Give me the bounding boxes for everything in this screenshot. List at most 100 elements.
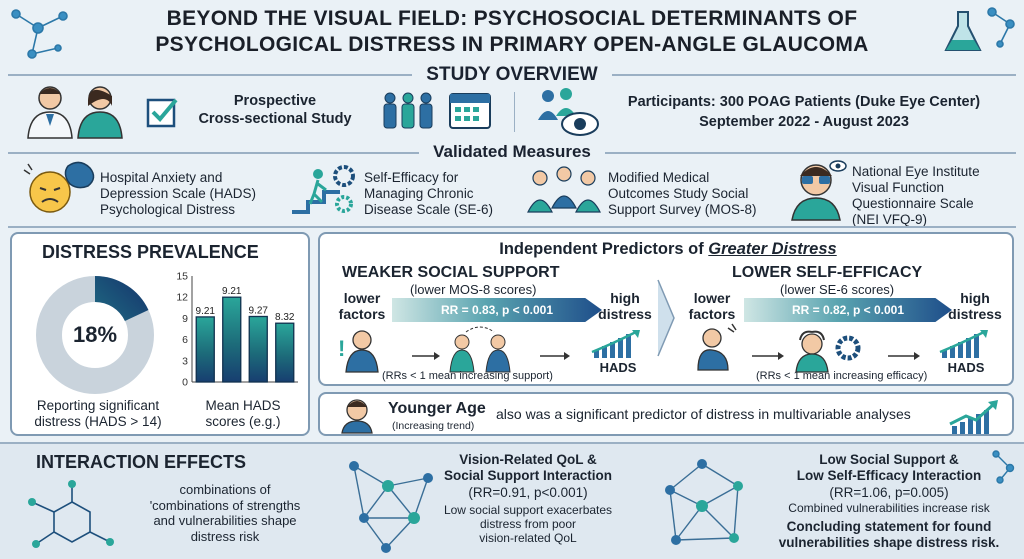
age-trend-chart-icon (949, 400, 998, 434)
measure-mos8-line-3: Support Survey (MOS-8) (608, 202, 757, 217)
prevalence-caption-line-2: distress (HADS > 14) (34, 414, 162, 429)
lowsupport-stats: (RR=1.06, p=0.005) (829, 485, 949, 500)
measure-hads-line-2: Depression Scale (HADS) (100, 186, 257, 201)
prevalence-panel: DISTRESS PREVALENCE 18% Reporting signif… (10, 232, 310, 436)
prevalence-donut (36, 276, 154, 394)
flask-icon (944, 7, 1015, 51)
efficacy-subtitle: (lower SE-6 scores) (780, 282, 895, 297)
vision-title-line-2: Social Support Interaction (443, 468, 613, 483)
efficacy-left-line-2: factors (688, 306, 736, 322)
measure-hads-line-3: Psychological Distress (100, 202, 236, 217)
measures-heading: Validated Measures (419, 142, 605, 161)
social-left-line-1: lower (343, 290, 381, 306)
lowsupport-title-line-1: Low Social Support & (819, 452, 959, 467)
efficacy-trend-chart-icon (939, 330, 988, 358)
vision-title-line-1: Vision-Related QoL & (459, 452, 597, 467)
measure-hads-line-1: Hospital Anxiety and (100, 170, 223, 185)
efficacy-right-label: high distress (938, 290, 1012, 322)
overview-heading: STUDY OVERVIEW (412, 64, 612, 85)
bar-value-label: 9.21 (196, 306, 216, 317)
lowsupport-interaction: Low Social Support & Low Self-Efficacy I… (760, 452, 1018, 551)
measures-bottom-divider (8, 226, 1016, 228)
overview-separator (514, 92, 515, 132)
y-tick-label: 15 (176, 271, 188, 283)
participants-eye-icon (538, 88, 599, 136)
social-rr-arrow: RR = 0.83, p < 0.001 (392, 298, 602, 322)
social-subtitle: (lower MOS-8 scores) (410, 282, 537, 297)
molecule-corner-icon (992, 450, 1015, 484)
prevalence-heading: DISTRESS PREVALENCE (42, 242, 259, 262)
donut-slice-distress (36, 276, 154, 394)
lowsupport-conclusion-line-1: Concluding statement for found (786, 519, 992, 534)
chart-caption-line-2: scores (e.g.) (205, 414, 281, 429)
measure-nei: National Eye Institute Visual Function Q… (852, 164, 1022, 228)
efficacy-title: LOWER SELF-EFFICACY (732, 264, 923, 281)
predictors-heading-prefix: Independent Predictors of (499, 240, 709, 258)
efficacy-note: (RRs < 1 mean increasing efficacy) (756, 370, 928, 382)
bar-value-label: 9.21 (222, 286, 242, 297)
vision-note-line-1: Low social support exacerbates (443, 503, 613, 517)
title-line-1: BEYOND THE VISUAL FIELD: PSYCHOSOCIAL DE… (166, 7, 858, 30)
social-note: (RRs < 1 mean increasing support) (382, 370, 553, 382)
y-tick-label: 3 (182, 355, 188, 367)
chevron-right-icon (657, 279, 675, 357)
y-tick-label: 6 (182, 334, 188, 346)
climbing-gears-icon (292, 165, 355, 214)
social-right-line-1: high (610, 290, 640, 306)
measure-mos8-line-1: Modified Medical (608, 170, 710, 185)
predictors-heading: Independent Predictors of Greater Distre… (320, 240, 1016, 259)
measure-se6-line-1: Self-Efficacy for (364, 170, 459, 185)
social-illustration: ! (338, 326, 570, 373)
vision-note-line-2: distress from poor (479, 517, 577, 531)
svg-text:!: ! (338, 336, 345, 361)
participants-text: Participants: 300 POAG Patients (Duke Ey… (627, 94, 981, 110)
network-icon-left (349, 461, 433, 553)
y-tick-label: 12 (176, 292, 188, 304)
young-person-icon (341, 399, 373, 434)
measure-mos8-line-2: Outcomes Study Social (608, 186, 749, 201)
prevalence-caption: Reporting significant distress (HADS > 1… (18, 398, 178, 430)
bar-3 (248, 315, 268, 383)
measure-nei-line-2: Visual Function (852, 180, 945, 195)
bar-value-label: 9.27 (249, 305, 269, 316)
study-design-line-1: Prospective (233, 93, 317, 109)
chart-caption-line-1: Mean HADS (205, 398, 281, 413)
measure-nei-line-4: (NEI VFQ-9) (852, 212, 928, 227)
efficacy-right-line-1: high (960, 290, 990, 306)
efficacy-rr-arrow: RR = 0.82, p < 0.001 (744, 298, 952, 322)
age-text: also was a significant predictor of dist… (496, 406, 911, 422)
clinicians-icon (27, 86, 123, 139)
interaction-heading: INTERACTION EFFECTS (36, 452, 246, 472)
molecule-structure-icon (28, 480, 114, 548)
age-note: (Increasing trend) (392, 420, 475, 432)
vision-note-line-3: vision-related QoL (479, 531, 577, 545)
network-icon-right (665, 459, 743, 545)
interaction-intro-line-1: combinations of (179, 482, 271, 497)
measure-se6-line-3: Disease Scale (SE-6) (364, 202, 494, 217)
page-title: BEYOND THE VISUAL FIELD: PSYCHOSOCIAL DE… (0, 6, 1024, 58)
y-tick-label: 9 (182, 313, 188, 325)
social-rr: RR = 0.83, p < 0.001 (440, 303, 554, 317)
social-left-label: lower factors (332, 290, 392, 322)
efficacy-hads: HADS (947, 360, 985, 375)
participants-block: Participants: 300 POAG Patients (Duke Ey… (606, 92, 1002, 132)
vision-note: Low social support exacerbates distress … (428, 503, 628, 545)
title-line-2: PSYCHOLOGICAL DISTRESS IN PRIMARY OPEN-A… (155, 33, 869, 56)
measures-heading-wrap: Validated Measures (0, 142, 1024, 162)
vision-stats: (RR=0.91, p<0.001) (468, 485, 588, 500)
measure-se6: Self-Efficacy for Managing Chronic Disea… (364, 170, 534, 218)
measure-se6-line-2: Managing Chronic (364, 186, 474, 201)
social-right-line-2: distress (598, 306, 652, 322)
predictors-panel: Independent Predictors of Greater Distre… (318, 232, 1014, 386)
bar-value-label: 8.32 (275, 312, 295, 323)
social-trend-chart-icon (591, 330, 640, 358)
molecule-icon (11, 9, 68, 59)
measure-hads: Hospital Anxiety and Depression Scale (H… (100, 170, 280, 218)
age-title: Younger Age (388, 400, 486, 417)
bar-4 (275, 322, 295, 383)
vision-interaction: Vision-Related QoL & Social Support Inte… (428, 452, 628, 545)
efficacy-left-label: lower factors (682, 290, 742, 322)
interaction-band (0, 442, 1024, 559)
efficacy-right-line-2: distress (948, 306, 1002, 322)
